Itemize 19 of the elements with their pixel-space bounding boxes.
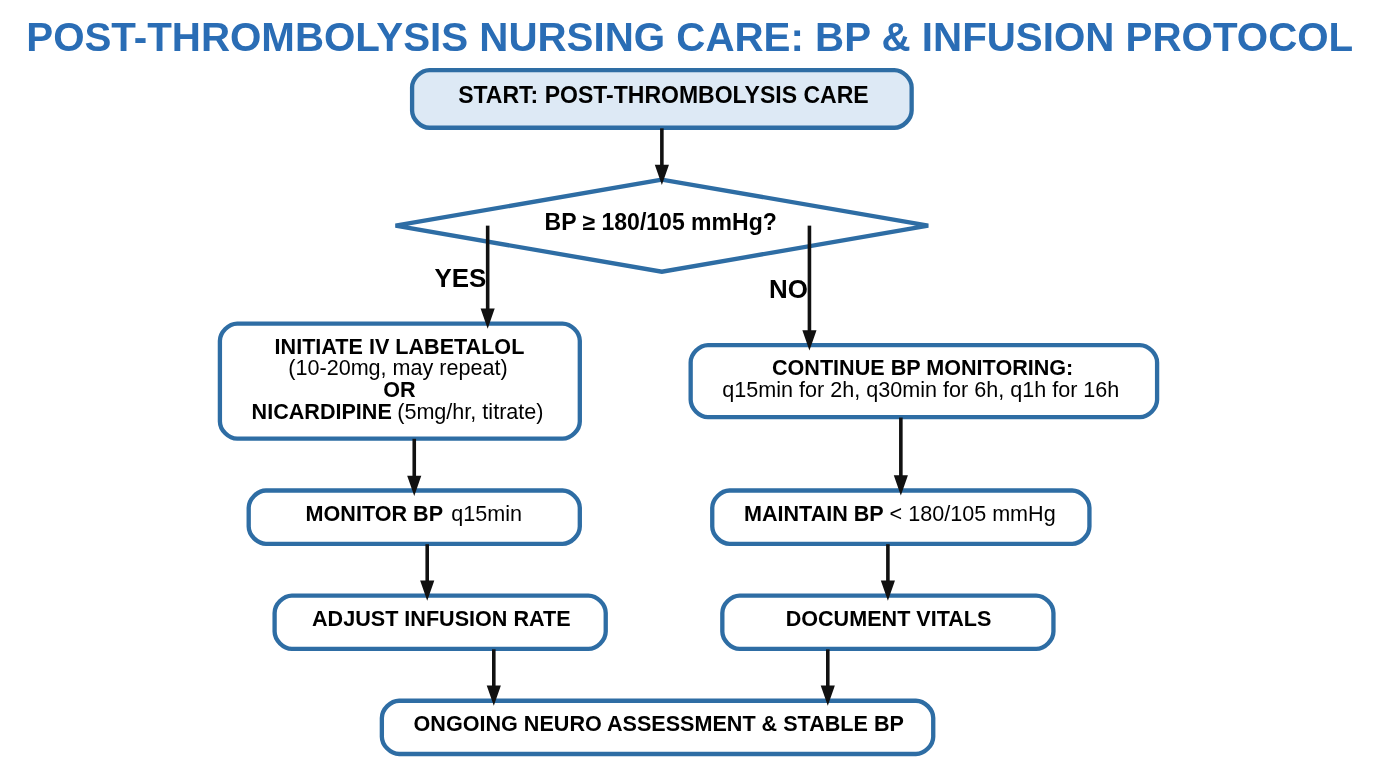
node-box: ONGOING NEURO ASSESSMENT & STABLE BP	[379, 698, 935, 757]
arrow	[820, 649, 835, 706]
arrow	[480, 225, 495, 329]
node-box: DOCUMENT VITALS	[719, 593, 1056, 652]
arrow	[880, 544, 895, 601]
arrow	[893, 417, 908, 496]
edge-label: NO	[768, 275, 808, 304]
node-box: START: POST-THROMBOLYSIS CARE	[409, 68, 914, 130]
node-box: ADJUST INFUSION RATE	[271, 593, 608, 652]
arrow	[419, 544, 434, 601]
node-box: CONTINUE BP MONITORING: q15min for 2h, q30min for 6h, q1h for 16h	[688, 342, 1159, 420]
node-box: MONITOR BP q15min	[246, 488, 582, 546]
diagram-title: POST-THROMBOLYSIS NURSING CARE: BP & INFUSION PROTOCOL	[25, 14, 1353, 60]
node-box: MAINTAIN BP < 180/105 mmHg	[709, 488, 1092, 546]
arrow	[486, 649, 501, 706]
arrow	[654, 128, 669, 185]
node-box: INITIATE IV LABETALOL (10-20mg, may repeat) OR NICARDIPINE (5mg/hr, titrate)	[217, 321, 582, 441]
arrow	[801, 225, 816, 351]
arrow	[406, 438, 421, 496]
